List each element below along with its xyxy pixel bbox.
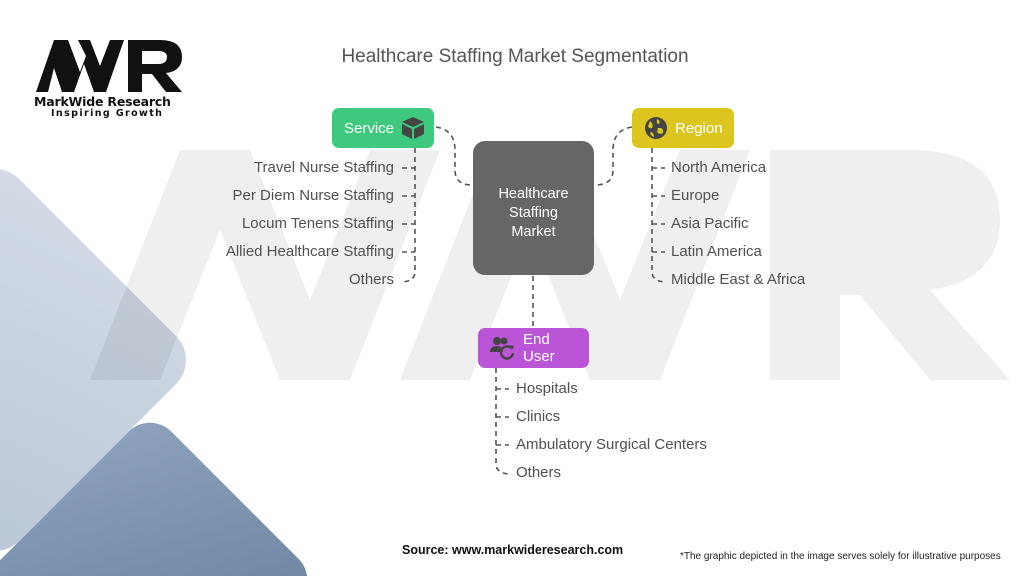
center-line-2: Staffing: [509, 204, 558, 221]
segment-region: Region: [632, 108, 734, 148]
region-item: Middle East & Africa: [671, 271, 806, 288]
segment-service: Service: [332, 108, 434, 148]
segment-end-user: End User: [478, 328, 589, 368]
service-item: Allied Healthcare Staffing: [225, 243, 394, 260]
logo-name: MarkWide Research: [34, 94, 171, 109]
markwide-logo: MarkWide Research Inspiring Growth: [34, 40, 194, 119]
disclaimer-note: *The graphic depicted in the image serve…: [680, 551, 1001, 562]
region-item: North America: [671, 159, 767, 176]
end-user-item: Ambulatory Surgical Centers: [516, 436, 707, 453]
service-item: Per Diem Nurse Staffing: [232, 187, 394, 204]
service-item: Others: [348, 271, 394, 288]
page-title: Healthcare Staffing Market Segmentation: [341, 46, 689, 67]
center-line-1: Healthcare: [498, 185, 569, 202]
end-user-item: Clinics: [516, 408, 561, 425]
region-item: Asia Pacific: [671, 215, 749, 232]
mwr-logo-mark-icon: [36, 40, 182, 92]
users-refresh-icon: [490, 337, 515, 360]
end-user-item: Hospitals: [516, 380, 578, 397]
source-credit: Source: www.markwideresearch.com: [402, 543, 624, 557]
segment-region-label: Region: [675, 119, 723, 137]
segment-service-label: Service: [344, 119, 395, 137]
service-item: Travel Nurse Staffing: [253, 159, 394, 176]
region-item: Europe: [671, 187, 720, 204]
region-item: Latin America: [671, 243, 762, 260]
globe-icon: [645, 117, 667, 139]
service-item: Locum Tenens Staffing: [241, 215, 394, 232]
box-icon: [402, 117, 425, 139]
center-line-3: Market: [511, 223, 556, 240]
center-node: Healthcare Staffing Market: [473, 141, 594, 275]
end-user-item: Others: [516, 464, 562, 481]
logo-tagline: Inspiring Growth: [51, 108, 164, 119]
segment-end-user-label: End User: [523, 331, 555, 365]
